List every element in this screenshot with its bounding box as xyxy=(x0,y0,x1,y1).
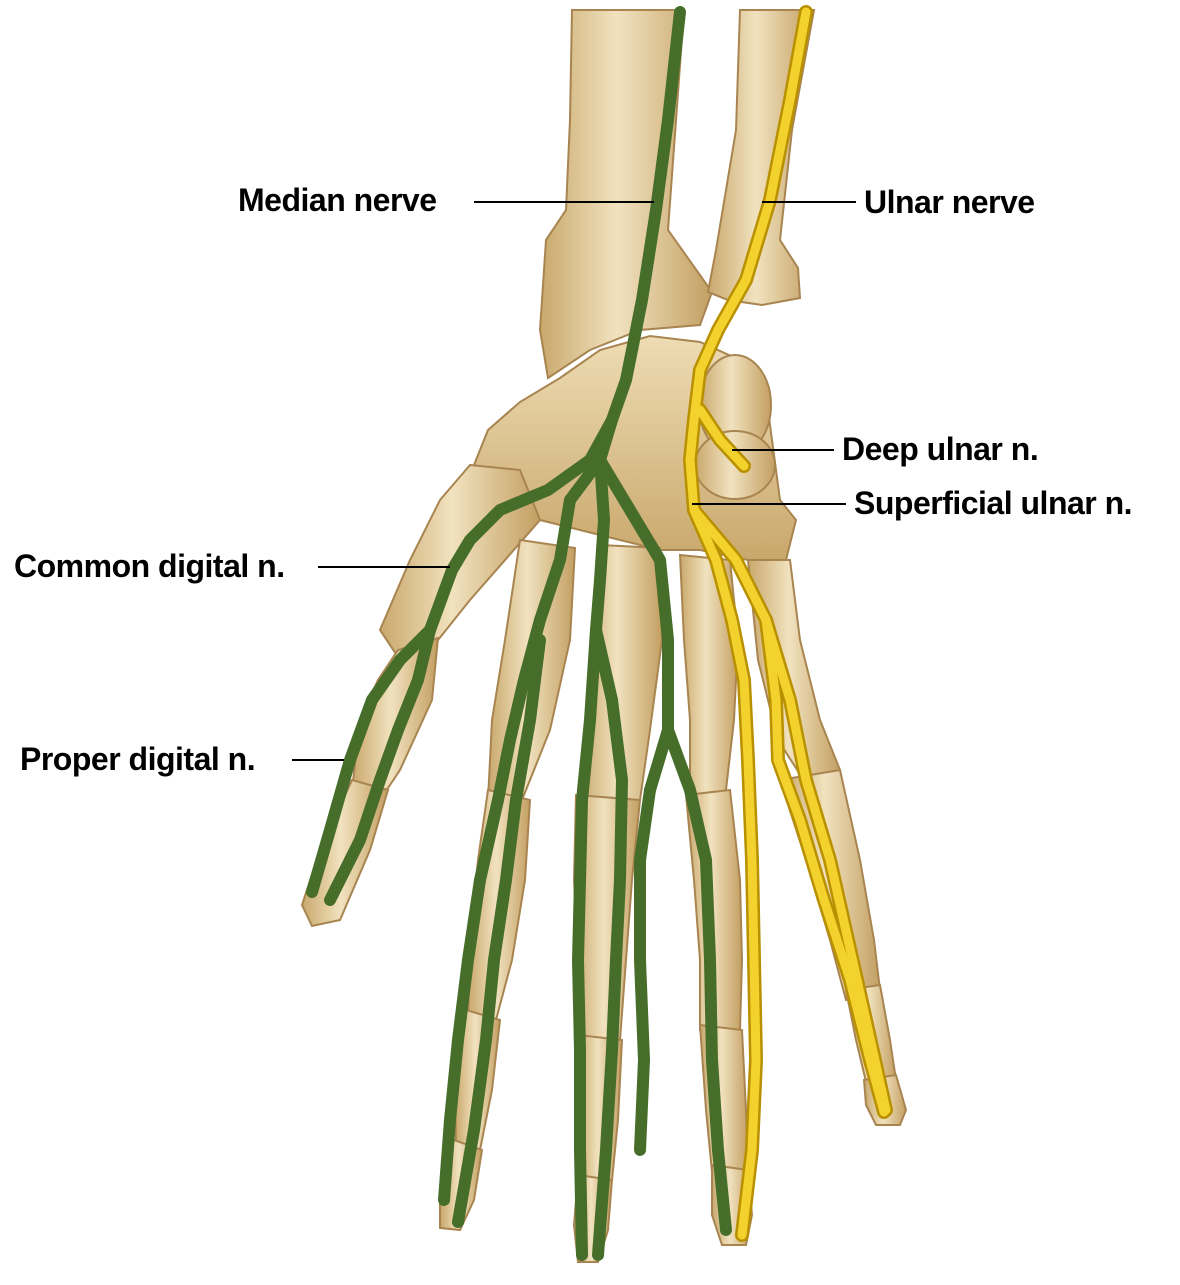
common-digital-nerve-2 xyxy=(596,460,604,630)
label-ulnar-nerve: Ulnar nerve xyxy=(864,186,1035,218)
label-proper-digital: Proper digital n. xyxy=(20,743,255,775)
label-median-nerve: Median nerve xyxy=(238,184,437,216)
label-common-digital: Common digital n. xyxy=(14,550,285,582)
proper-digital-nerve-ring-radial-a xyxy=(640,730,668,1150)
label-superficial-ulnar: Superficial ulnar n. xyxy=(854,487,1132,519)
radius-bone xyxy=(540,10,712,378)
label-deep-ulnar: Deep ulnar n. xyxy=(842,433,1038,465)
